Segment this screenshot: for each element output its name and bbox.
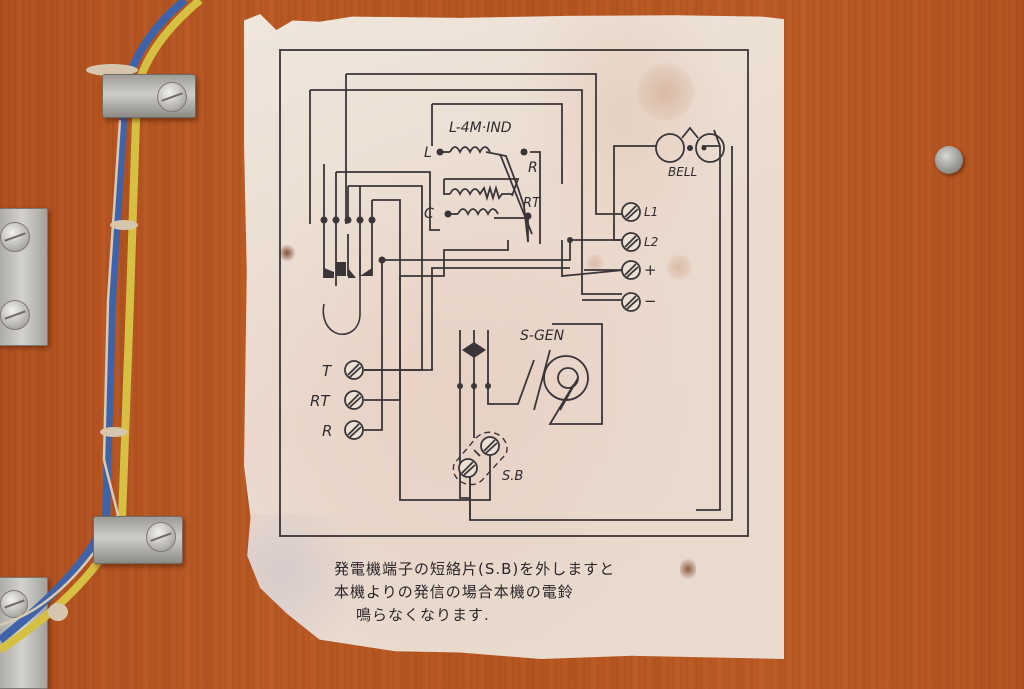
generator-label: S-GEN — [520, 328, 565, 344]
coil-terminal-c: C — [424, 206, 434, 222]
generator-icon — [533, 349, 589, 411]
terminal-plus-label: + — [644, 261, 657, 279]
stain — [666, 254, 692, 280]
stain — [278, 244, 296, 262]
terminal-rt — [344, 390, 364, 410]
coil-title: L-4M·IND — [449, 120, 512, 136]
schematic: L-4M·IND L R C RT BELL L1 L2 + − T RT R … — [279, 49, 749, 537]
terminal-t — [344, 360, 364, 380]
hinge-screw-icon — [0, 590, 28, 618]
terminal-rt-label: RT — [310, 392, 331, 410]
hinge-screw-icon — [0, 222, 30, 252]
stain — [636, 62, 696, 122]
note-line-1: 発電機端子の短絡片(S.B)を外しますと — [334, 560, 616, 578]
coil-terminal-l: L — [424, 145, 432, 161]
terminal-sb-upper — [480, 436, 500, 456]
coil-terminal-rt: RT — [523, 196, 541, 211]
terminal-r — [344, 420, 364, 440]
instruction-note: 発電機端子の短絡片(S.B)を外しますと 本機よりの発信の場合本機の電鈴 鳴らな… — [334, 558, 754, 627]
terminal-l2-label: L2 — [644, 235, 658, 249]
terminal-l1 — [621, 202, 641, 222]
stain — [680, 556, 696, 582]
terminal-l1-label: L1 — [644, 205, 658, 219]
terminal-minus — [621, 292, 641, 312]
clip-screw-icon — [146, 522, 176, 552]
clip-screw-icon — [157, 82, 187, 112]
door-pin-icon — [935, 146, 963, 174]
coil-primary — [449, 146, 491, 155]
terminal-l2 — [621, 232, 641, 252]
outer-frame — [279, 49, 749, 537]
bell-label: BELL — [668, 165, 697, 179]
terminal-sb-lower — [458, 458, 478, 478]
hinge-screw-icon — [0, 300, 30, 330]
note-line-2: 本機よりの発信の場合本機の電鈴 — [334, 583, 574, 601]
terminal-r-label: R — [322, 422, 332, 440]
coil-secondary — [449, 184, 512, 202]
short-bar-outline — [452, 431, 508, 486]
coil-tertiary — [457, 208, 499, 217]
terminal-plus — [621, 260, 641, 280]
stain — [586, 254, 604, 272]
wiring-diagram-sheet: L-4M·IND L R C RT BELL L1 L2 + − T RT R … — [244, 14, 784, 659]
screw-terminals — [344, 202, 641, 478]
bell-icon — [655, 126, 725, 163]
terminal-t-label: T — [322, 362, 333, 380]
note-line-3: 鳴らなくなります. — [356, 606, 490, 624]
short-bar-label: S.B — [502, 469, 523, 484]
terminal-minus-label: − — [644, 292, 657, 310]
coil-terminal-r: R — [528, 160, 538, 176]
